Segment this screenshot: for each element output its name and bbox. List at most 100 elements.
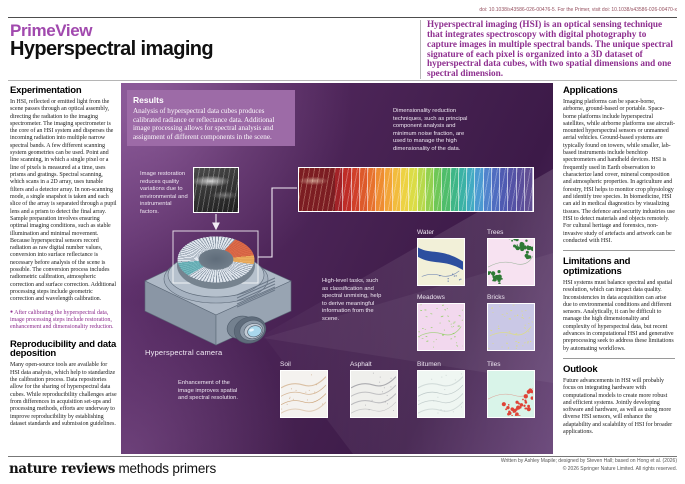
central-illustration-panel: Results Analysis of hyperspectral data c… [121,83,553,454]
water-texture [418,247,463,282]
thumb-image [487,370,535,418]
section-divider [563,250,675,252]
data-cube-slice [508,168,517,211]
thumb-label: Bricks [487,294,505,301]
bricks-texture [488,304,533,349]
footer-rule [8,456,677,457]
credit-line-2: © 2026 Springer Nature Limited. All righ… [562,465,677,472]
data-cube-slice [409,168,418,211]
bitumen-texture [418,373,463,414]
journal-name-serif: nature reviews [9,461,115,477]
limitations-heading: Limitations and optimizations [563,256,631,277]
light-beam [263,169,553,454]
data-cube-slice [483,168,493,211]
reproducibility-body: Many open-source tools are available for… [10,362,117,427]
data-cube-slice [425,168,435,211]
results-box: Results Analysis of hyperspectral data c… [127,90,295,146]
data-cube-slice [368,168,377,211]
data-cube-slice [458,168,468,211]
thumb-image [417,370,465,418]
data-cube-slice [467,168,476,211]
thumb-trees: Trees [487,229,535,286]
data-cube-front-slice [299,168,335,211]
thumb-label: Tiles [487,361,501,368]
callout-image-restoration: Image restoration reduces quality variat… [140,171,188,215]
journal-logo: nature reviews methods primers [9,461,216,477]
thumb-tiles: Tiles [487,361,535,418]
camera-label: Hyperspectral camera [145,348,223,357]
down-arrow-icon [212,214,220,231]
reproducibility-heading: Reproducibility and data deposition [10,338,117,360]
right-column: Applications Imaging platforms can be sp… [563,86,675,441]
thumb-image [417,303,465,351]
connector-line [258,187,297,258]
vent-lines [236,277,276,308]
data-cube-slice [442,168,451,211]
data-cube-slice [524,168,534,211]
thumb-label: Water [417,229,435,236]
data-cube-slice [335,168,344,211]
thumb-image [487,238,535,286]
thumb-soil: Soil [280,361,328,418]
limitations-body: HSI systems must balance spectral and sp… [563,279,674,352]
applications-body: Imaging platforms can be space-borne, ai… [563,98,676,244]
data-cube-slice [500,168,509,211]
data-cube-slice [384,168,394,211]
tiles-texture [488,387,533,416]
grayscale-scene-thumbnail [193,167,239,213]
thumb-asphalt: Asphalt [350,361,398,418]
header-top-rule [8,17,677,18]
header-bottom-rule [8,80,677,81]
outlook-heading: Outlook [563,364,598,375]
thumb-label: Meadows [417,294,445,301]
section-divider [563,358,675,359]
results-body: Analysis of hyperspectral data cubes pro… [133,107,275,141]
credit-line-1: Written by Ashley Mapile; designed by St… [500,458,677,464]
thumb-image [487,303,535,351]
data-cube-slice [450,168,460,211]
data-cube-slice [401,168,410,211]
primeview-brand: PrimeView [10,21,93,40]
soil-texture [281,374,326,414]
experimentation-heading: Experimentation [10,85,82,96]
callout-enhancement: Enhancement of the image improves spatia… [178,380,238,402]
note-text: After calibrating the hyperspectral data… [10,309,114,331]
thumb-image [350,370,398,418]
data-cube-slice [351,168,361,211]
page-title: Hyperspectral imaging [10,38,214,60]
thumb-image [280,370,328,418]
experimentation-body: In HSI, reflected or emitted light from … [10,98,117,303]
asphalt-texture [351,372,396,414]
journal-name-sans: methods primers [114,461,216,476]
hyperspectral-data-cube [298,167,534,212]
thumb-image [417,238,465,286]
data-cube-slice [516,168,526,211]
data-cube-slice [343,168,352,211]
data-cube-slice [359,168,369,211]
note-bullet-icon: ● [10,309,13,315]
callout-high-level-tasks: High-level tasks, such as classification… [322,278,382,322]
data-cube-slice [475,168,484,211]
callout-dimensionality: Dimensionality reduction techniques, suc… [393,108,468,152]
trees-texture [488,239,533,284]
thumb-label: Trees [487,229,504,236]
thumb-bitumen: Bitumen [417,361,465,418]
meadows-texture [418,304,463,348]
camera-lens [226,315,267,344]
light-beam-core [263,253,553,383]
data-cube-slice [491,168,501,211]
thumb-bricks: Bricks [487,294,535,351]
outlook-body: Future advancements in HSI will probably… [563,377,673,436]
thumb-label: Soil [280,361,291,368]
doi-link[interactable]: doi: 10.1038/s43586-026-00476-5. For the… [479,7,677,13]
spectral-disc [177,236,255,289]
intro-paragraph: Hyperspectral imaging (HSI) is an optica… [420,19,678,80]
data-cube-slice [417,168,427,211]
results-heading: Results [133,95,164,105]
credits: Written by Ashley Mapile; designed by St… [501,458,677,473]
data-cube-slice [434,168,443,211]
thumb-water: Water [417,229,465,286]
data-cube-slice [376,168,385,211]
data-cube-slice [392,168,402,211]
